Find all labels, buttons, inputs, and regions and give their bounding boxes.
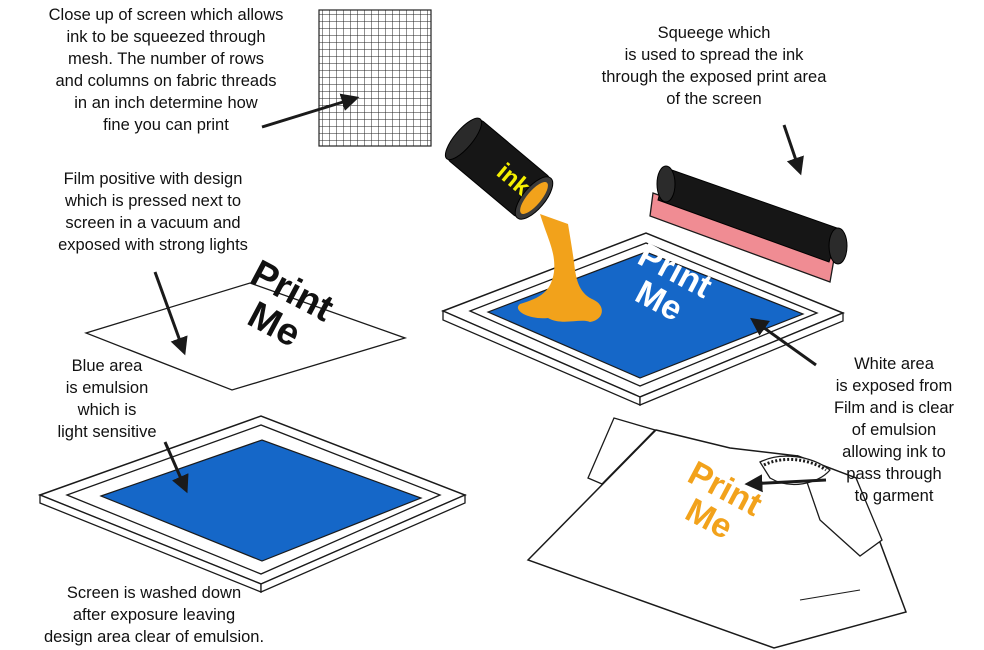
arrow-squeegee bbox=[784, 125, 800, 172]
caption-film: Film positive with design which is press… bbox=[6, 168, 300, 256]
caption-white-area: White area is exposed from Film and is c… bbox=[808, 353, 980, 507]
mesh-closeup bbox=[319, 10, 431, 146]
caption-emulsion: Blue area is emulsion which is light sen… bbox=[12, 355, 202, 443]
caption-mesh: Close up of screen which allows ink to b… bbox=[8, 4, 324, 136]
caption-washed: Screen is washed down after exposure lea… bbox=[4, 582, 304, 648]
caption-squeegee: Squeege which is used to spread the ink … bbox=[556, 22, 872, 110]
